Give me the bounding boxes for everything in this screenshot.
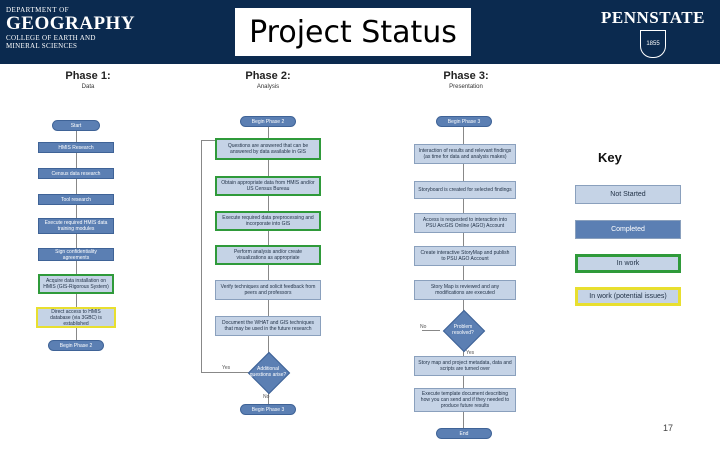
phase2-decision: Additional questions arise? — [247, 351, 291, 395]
phase3-review: Story Map is reviewed and any modificati… — [414, 280, 516, 300]
dept-name: GEOGRAPHY — [6, 13, 136, 34]
phase2-document: Document the WHAT and GIS techniques tha… — [215, 316, 321, 336]
phase1-hmis-research: HMIS Research — [38, 142, 114, 153]
phase3-decision: Problem resolved? — [442, 309, 486, 353]
phase2-verify: Verify techniques and solicit feedback f… — [215, 280, 321, 300]
phase3-interaction-results: Interaction of results and relevant find… — [414, 144, 516, 164]
phase-2-loop-top — [201, 140, 219, 141]
pennstate-logo: PENNSTATE 1855 — [598, 8, 708, 58]
phase-1-subtitle: Data — [81, 84, 95, 90]
pennstate-wordmark: PENNSTATE — [600, 8, 705, 27]
phase-2-loop-line — [201, 140, 202, 372]
key-not-started: Not Started — [575, 185, 681, 204]
phase2-preprocessing: Execute required data preprocessing and … — [215, 211, 321, 231]
phase3-template-doc: Execute template document describing how… — [414, 388, 516, 412]
header-bar: DEPARTMENT OF GEOGRAPHY COLLEGE OF EARTH… — [0, 0, 720, 64]
phase-2-subtitle: Analysis — [256, 84, 280, 90]
phase-2-heading: Phase 2: Analysis — [208, 70, 328, 90]
phase3-no-label: No — [420, 324, 427, 330]
phase3-yes-label: Yes — [466, 350, 475, 356]
phase1-census-research: Census data research — [38, 168, 114, 179]
phase3-access-requested: Access is requested to interaction into … — [414, 213, 516, 233]
phase3-end: End — [436, 428, 492, 439]
key-in-work: In work — [575, 254, 681, 273]
page-number: 17 — [663, 423, 674, 433]
phase3-storyboard: Storyboard is created for selected findi… — [414, 181, 516, 199]
phase3-begin: Begin Phase 3 — [436, 116, 492, 127]
phase-2-connector — [268, 126, 269, 408]
phase-1-heading: Phase 1: Data — [28, 70, 148, 90]
shield-icon: 1855 — [640, 30, 666, 58]
dept-small-text: DEPARTMENT OF — [6, 6, 70, 14]
phase-1-connector — [76, 128, 77, 346]
phase2-analysis: Perform analysis and/or create visualiza… — [215, 245, 321, 265]
phase1-confidentiality: Sign confidentiality agreements — [38, 248, 114, 261]
phase-3-connector — [463, 124, 464, 432]
shield-year: 1855 — [646, 41, 660, 47]
phase3-create-storymap: Create interactive StoryMap and publish … — [414, 246, 516, 266]
phase-2-title: Phase 2: — [245, 70, 291, 82]
phase-1-title: Phase 1: — [65, 70, 111, 82]
phase-3-no-branch — [422, 330, 440, 331]
phase1-start: Start — [52, 120, 100, 131]
phase1-data-installation: Acquire data installation on HMIS (GIS-R… — [38, 274, 114, 294]
phase2-obtain-data: Obtain appropriate data from HMIS and/or… — [215, 176, 321, 196]
department-logo: DEPARTMENT OF GEOGRAPHY COLLEGE OF EARTH… — [6, 6, 136, 58]
phase1-tool-research: Tool research — [38, 194, 114, 205]
phase-3-heading: Phase 3: Presentation — [406, 70, 526, 90]
key-completed: Completed — [575, 220, 681, 239]
phase-2-loop-bottom — [201, 372, 249, 373]
key-in-work-issues: In work (potential issues) — [575, 287, 681, 306]
key-title: Key — [598, 150, 622, 165]
phase2-begin-phase3: Begin Phase 3 — [240, 404, 296, 415]
title-box: Project Status — [235, 8, 471, 56]
college-line-1: COLLEGE OF EARTH AND — [6, 34, 96, 42]
phase2-questions-answered: Questions are answered that can be answe… — [215, 138, 321, 160]
phase2-yes-label: Yes — [222, 365, 231, 371]
phase1-direct-access: Direct access to HMIS database (via 3GBC… — [36, 307, 116, 328]
phase2-decision-text: Additional questions arise? — [249, 366, 287, 378]
phase-3-subtitle: Presentation — [449, 84, 483, 90]
phase2-begin: Begin Phase 2 — [240, 116, 296, 127]
phase-3-title: Phase 3: — [443, 70, 489, 82]
phase1-training-modules: Execute required HMIS data training modu… — [38, 218, 114, 234]
page-title: Project Status — [249, 14, 457, 50]
phase1-begin-phase2: Begin Phase 2 — [48, 340, 104, 351]
college-line-2: MINERAL SCIENCES — [6, 42, 78, 50]
phase2-no-label: No — [263, 394, 270, 400]
phase3-decision-text: Problem resolved? — [452, 324, 474, 336]
phase3-turned-over: Story map and project metadata, data and… — [414, 356, 516, 376]
